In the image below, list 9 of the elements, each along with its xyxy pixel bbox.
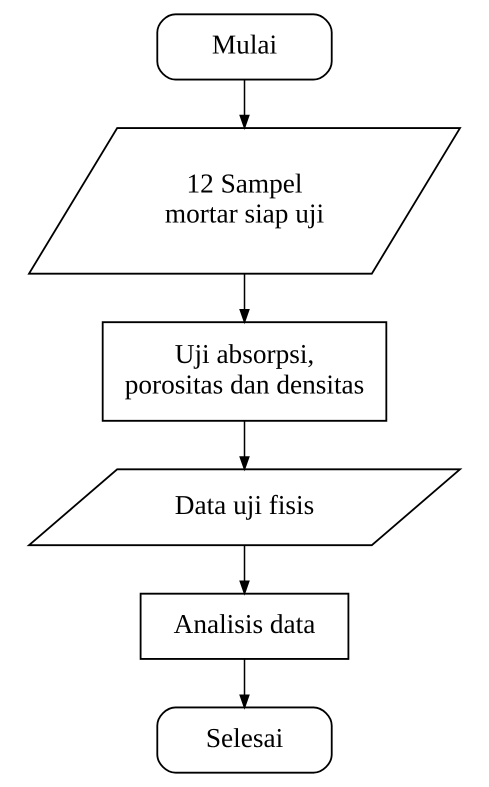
arrow	[239, 546, 250, 596]
arrow	[239, 80, 250, 130]
arrow	[239, 420, 250, 472]
node-box: Uji absorpsi, porositas dan densitas	[102, 321, 388, 422]
node-box: Mulai	[156, 13, 333, 80]
node-box: Selesai	[156, 706, 333, 774]
arrow	[239, 659, 250, 710]
node-box: Analisis data	[140, 592, 350, 660]
arrow	[239, 274, 250, 324]
